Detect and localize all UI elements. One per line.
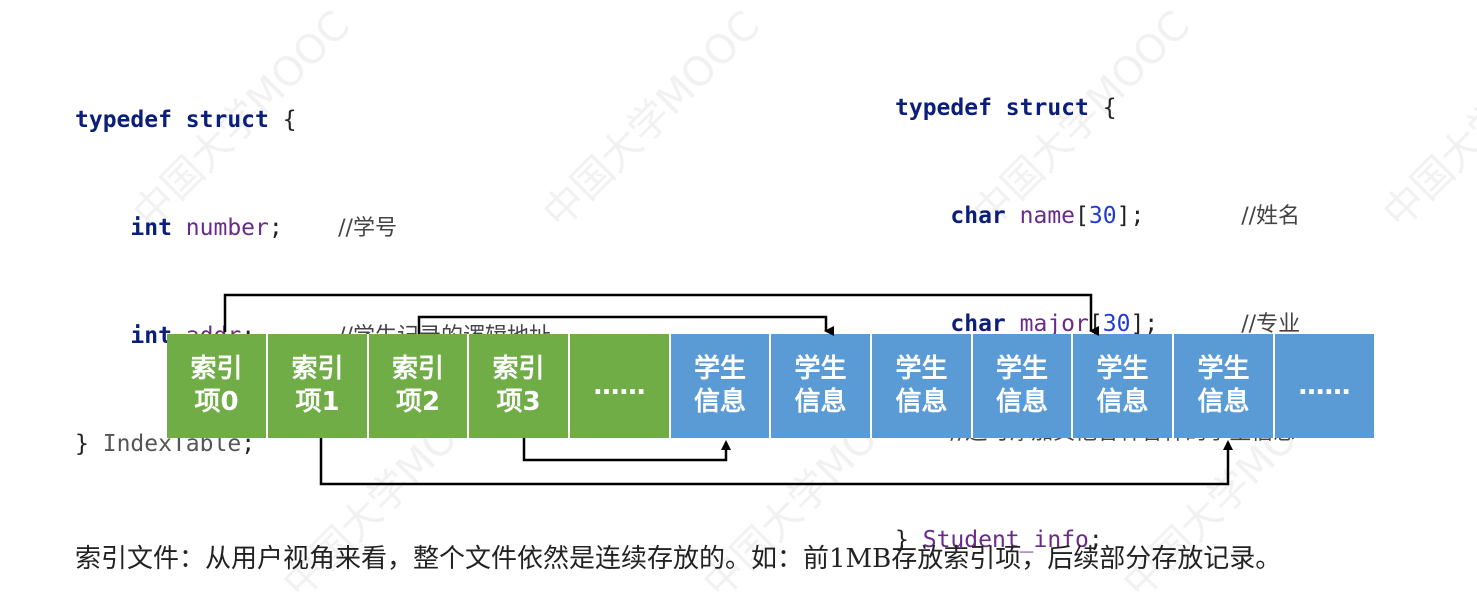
code-line: char name[30]; //姓名	[895, 198, 1300, 234]
cell-label: 索引	[291, 354, 344, 384]
cell-label: 学生	[995, 354, 1048, 384]
bracket: ];	[1130, 311, 1159, 337]
field-name: name	[1019, 203, 1076, 229]
cell-label: 信息	[895, 387, 948, 417]
brace: {	[1102, 95, 1117, 121]
array-size: 30	[1088, 203, 1117, 229]
cell-label: 项3	[496, 387, 541, 417]
type-keyword: int	[130, 323, 172, 349]
semicolon: ;	[1088, 527, 1103, 553]
comment: //学号	[338, 216, 397, 241]
student-record-1: 学生信息	[771, 334, 872, 438]
student-record-5: 学生信息	[1174, 334, 1275, 438]
student-record-0: 学生信息	[671, 334, 771, 438]
arrow-index1-to-record5	[319, 438, 1233, 486]
svg-text:中国大学MOOC: 中国大学MOOC	[1375, 3, 1477, 237]
type-keyword: char	[950, 311, 1006, 337]
brace: {	[282, 107, 297, 133]
index-item-2: 索引项2	[369, 334, 469, 438]
comment: //姓名	[1241, 204, 1301, 229]
brace: }	[895, 527, 909, 553]
code-line: } Student_info;	[895, 522, 1300, 558]
cell-label: 项1	[295, 387, 340, 417]
cell-label: ……	[593, 370, 646, 401]
cell-label: 信息	[1096, 387, 1149, 417]
code-line: typedef struct {	[75, 102, 551, 138]
cell-label: ……	[1298, 370, 1351, 401]
type-name: Student_info	[922, 527, 1089, 553]
cell-label: 信息	[794, 387, 847, 417]
code-line: char major[30]; //专业	[895, 306, 1300, 342]
arrow-index0-to-record4	[223, 293, 1099, 336]
index-item-1: 索引项1	[268, 334, 369, 438]
keyword: struct	[185, 107, 269, 133]
student-record-2: 学生信息	[872, 334, 973, 438]
student-record-more: ……	[1275, 334, 1374, 438]
brace: }	[75, 431, 89, 457]
index-item-more: ……	[570, 334, 671, 438]
student-record-3: 学生信息	[973, 334, 1073, 438]
caption-text: 索引文件：从用户视角来看，整个文件依然是连续存放的。如：前1MB存放索引项，后续…	[75, 544, 1282, 574]
file-layout-diagram: 索引项0 索引项1 索引项2 索引项3 …… 学生信息 学生信息 学生信息 学生…	[0, 280, 1477, 510]
svg-text:中国大学MOOC: 中国大学MOOC	[535, 3, 769, 237]
pointer-arrows	[223, 293, 1233, 486]
array-size: 30	[1102, 311, 1131, 337]
cell-label: 学生	[1096, 354, 1149, 384]
index-item-3: 索引项3	[469, 334, 570, 438]
cell-label: 信息	[1197, 387, 1250, 417]
type-keyword: char	[950, 203, 1006, 229]
arrow-index2-to-record1	[417, 315, 834, 336]
comment: //专业	[1241, 312, 1301, 337]
cell-label: 项2	[395, 387, 441, 417]
code-line: typedef struct {	[895, 90, 1300, 126]
field-name: number	[185, 215, 269, 241]
code-line: int number; //学号	[75, 210, 551, 246]
semicolon: ;	[268, 215, 283, 241]
cell-label: 索引	[190, 354, 243, 384]
keyword: struct	[1005, 95, 1089, 121]
field-name: major	[1019, 311, 1089, 337]
bracket: [	[1075, 203, 1089, 229]
cell-label: 信息	[995, 387, 1048, 417]
cell-label: 学生	[895, 354, 948, 384]
cell-label: 学生	[1197, 354, 1250, 384]
index-item-0: 索引项0	[167, 334, 268, 438]
cell-label: 索引	[492, 354, 545, 384]
cell-label: 索引	[391, 354, 444, 384]
type-keyword: int	[130, 215, 172, 241]
cell-label: 学生	[693, 354, 746, 384]
arrow-index3-to-record0	[522, 438, 731, 462]
cell-label: 项0	[194, 387, 239, 417]
student-record-4: 学生信息	[1073, 334, 1174, 438]
cell-label: 信息	[693, 387, 746, 417]
cell-label: 学生	[794, 354, 847, 384]
keyword: typedef	[895, 95, 992, 121]
bracket: ];	[1116, 203, 1145, 229]
keyword: typedef	[75, 107, 172, 133]
